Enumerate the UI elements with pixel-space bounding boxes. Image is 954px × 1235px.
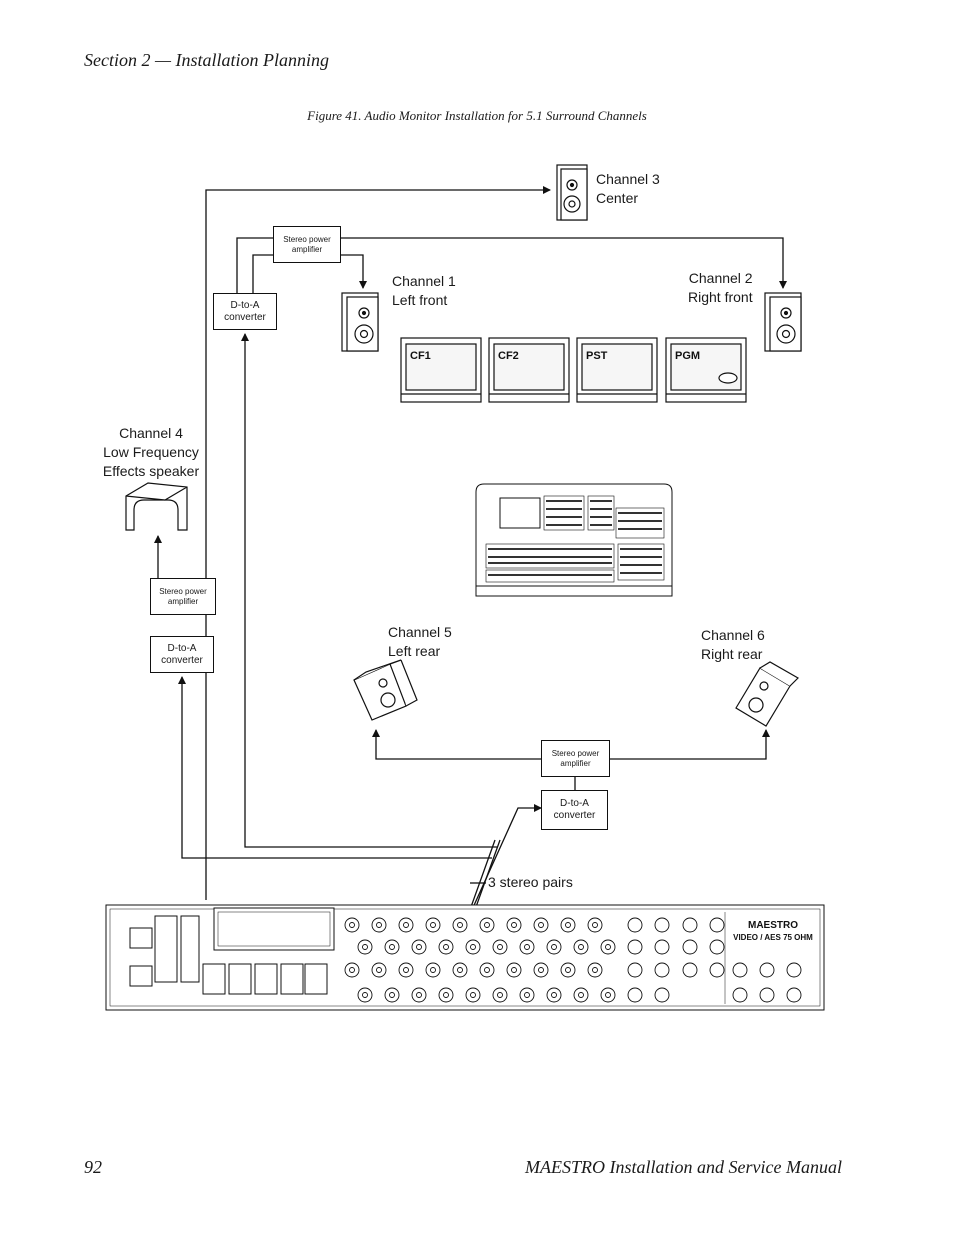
bnc-connector — [732, 987, 748, 1003]
bnc-connector — [654, 962, 670, 978]
monitor-label-cf2: CF2 — [498, 350, 519, 362]
bnc-connector — [786, 962, 802, 978]
monitor-cf1 — [400, 337, 482, 403]
label-channel-6: Channel 6 Right rear — [701, 627, 765, 662]
channel-3-speaker — [556, 164, 588, 221]
manual-title: MAESTRO Installation and Service Manual — [525, 1157, 842, 1177]
label-stereo-pairs: 3 stereo pairs — [488, 874, 573, 890]
bnc-connector — [732, 962, 748, 978]
dac-left: D-to-A converter — [150, 636, 214, 673]
monitor-pgm — [665, 337, 747, 403]
bnc-connector — [709, 962, 725, 978]
figure-caption: Figure 41. Audio Monitor Installation fo… — [307, 108, 647, 123]
label-channel-2: Channel 2 Right front — [688, 270, 753, 305]
bnc-connector — [682, 939, 698, 955]
bnc-connector — [627, 962, 643, 978]
rear-panel-model: VIDEO / AES 75 OHM — [733, 933, 813, 942]
channel-6-speaker — [735, 661, 799, 727]
dac-bottom: D-to-A converter — [541, 790, 608, 830]
bnc-connector — [627, 917, 643, 933]
page-number: 92 — [84, 1157, 102, 1177]
amp-bottom: Stereo power amplifier — [541, 740, 610, 777]
control-panel — [475, 483, 673, 597]
label-channel-4: Channel 4 Low Frequency Effects speaker — [102, 425, 200, 479]
label-channel-1: Channel 1 Left front — [392, 273, 456, 308]
bnc-connector — [682, 962, 698, 978]
rear-panel — [105, 904, 825, 1011]
bnc-connector — [627, 939, 643, 955]
label-channel-5: Channel 5 Left rear — [388, 624, 452, 659]
bnc-connector — [786, 987, 802, 1003]
bnc-connector — [682, 917, 698, 933]
dac-top: D-to-A converter — [213, 293, 277, 330]
bnc-connector — [709, 917, 725, 933]
channel-4-subwoofer — [125, 482, 188, 531]
bnc-connector — [709, 939, 725, 955]
monitor-cf2 — [488, 337, 570, 403]
bnc-connector — [759, 987, 775, 1003]
bnc-connector — [759, 962, 775, 978]
bnc-connector — [627, 987, 643, 1003]
monitor-label-pst: PST — [586, 350, 608, 362]
amp-left: Stereo power amplifier — [150, 578, 216, 615]
monitor-pst — [576, 337, 658, 403]
bnc-connector — [654, 987, 670, 1003]
bnc-connector — [654, 939, 670, 955]
section-header: Section 2 — Installation Planning — [84, 50, 329, 70]
monitor-label-cf1: CF1 — [410, 350, 431, 362]
amp-top: Stereo power amplifier — [273, 226, 341, 263]
channel-1-speaker — [341, 292, 379, 352]
label-channel-3: Channel 3 Center — [596, 171, 660, 206]
channel-5-speaker — [353, 659, 418, 721]
monitor-label-pgm: PGM — [675, 350, 700, 362]
rear-panel-brand: MAESTRO — [748, 920, 798, 931]
channel-2-speaker — [764, 292, 802, 352]
bnc-connector — [654, 917, 670, 933]
